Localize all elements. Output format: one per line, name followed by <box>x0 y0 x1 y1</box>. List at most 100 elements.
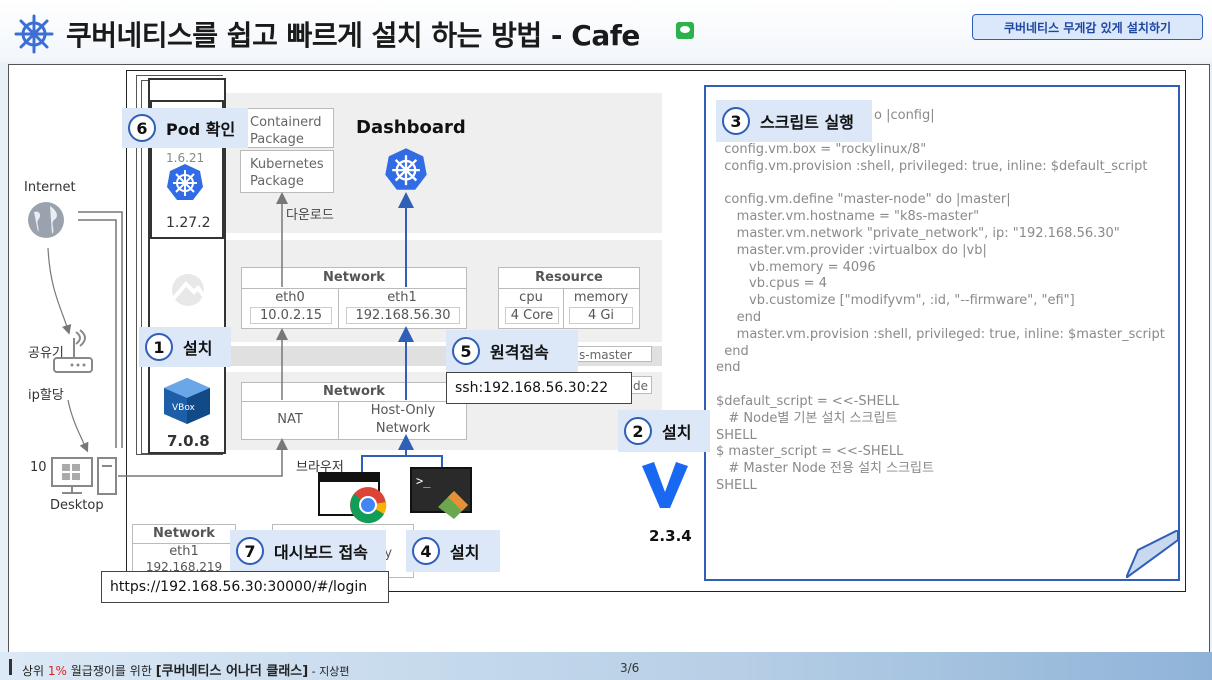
bottom-eth1-ip: 192.168.219 <box>145 560 223 574</box>
globe-icon <box>28 202 64 238</box>
host-network-title: Network <box>242 383 466 402</box>
dashboard-k8s-icon <box>385 148 427 190</box>
svg-text:>_: >_ <box>416 474 431 488</box>
course-button[interactable]: 쿠버네티스 무게감 있게 설치하기 <box>972 14 1203 40</box>
kubernetes-package: Kubernetes Package <box>240 150 334 193</box>
virtualbox-icon: VBox <box>164 378 210 424</box>
desktop-number: 10 <box>30 460 47 475</box>
rocky-linux-icon <box>172 274 206 306</box>
bottom-network-table: Network eth1 192.168.219 <box>132 524 236 578</box>
code-line: config.vm.provision :shell, privileged: … <box>716 158 1148 174</box>
code-line: SHELL <box>716 427 757 443</box>
dashboard-label: Dashboard <box>356 117 466 138</box>
code-line: master.vm.provider :virtualbox do |vb| <box>716 242 987 258</box>
step-2-text: 설치 <box>662 423 692 442</box>
step-7-number: 7 <box>236 537 264 565</box>
step-2-badge: 2 설치 <box>618 410 710 452</box>
code-line: SHELL <box>716 477 757 493</box>
resource-title: Resource <box>499 268 639 289</box>
step-3-badge: 3 스크립트 실행 <box>716 100 872 142</box>
chrome-browser-icon <box>318 472 387 524</box>
code-line <box>716 176 1165 193</box>
code-line: master.vm.provision :shell, privileged: … <box>716 326 1165 342</box>
step-6-text: Pod 확인 <box>166 120 236 139</box>
step-5-text: 원격접속 <box>490 343 549 362</box>
step-1-text: 설치 <box>183 339 213 358</box>
cpu-label: cpu <box>519 290 543 305</box>
node-field: de <box>630 376 652 394</box>
code-fragment: o |config| <box>874 108 935 123</box>
step-3-text: 스크립트 실행 <box>760 113 854 132</box>
footer-marker <box>9 659 12 675</box>
internet-label: Internet <box>24 180 76 195</box>
desktop-label: Desktop <box>50 498 104 513</box>
eth1-ip: 192.168.56.30 <box>346 307 460 324</box>
host-network-table: Network NAT Host-Only Network <box>241 382 467 440</box>
code-line: end <box>716 360 741 376</box>
virtualbox-version: 7.0.8 <box>167 432 210 450</box>
vagrantfile-panel <box>704 85 1180 581</box>
vagrant-version: 2.3.4 <box>649 527 692 545</box>
step-7-badge: 7 대시보드 접속 <box>230 530 386 572</box>
ip-assign-label: ip할당 <box>28 388 64 403</box>
step-6-number: 6 <box>128 114 156 142</box>
code-line: vb.memory = 4096 <box>716 259 876 275</box>
router-label: 공유기 <box>28 346 64 361</box>
step-3-number: 3 <box>722 107 750 135</box>
kubernetes-icon <box>167 164 203 200</box>
k8s-old-version: 1.6.21 <box>166 151 205 165</box>
dashboard-url-box[interactable]: https://192.168.56.30:30000/#/login <box>101 571 389 603</box>
step-4-number: 4 <box>412 537 440 565</box>
step-4-badge: 4 설치 <box>406 530 500 572</box>
eth0-label: eth0 <box>275 290 305 305</box>
step-2-number: 2 <box>624 417 652 445</box>
step-4-text: 설치 <box>450 543 480 562</box>
code-line: # Master Node 전용 설치 스크립트 <box>716 461 934 477</box>
bottom-network-title: Network <box>133 525 235 544</box>
memory-label: memory <box>573 290 629 305</box>
cpu-value: 4 Core <box>505 307 559 324</box>
step-1-badge: 1 설치 <box>139 327 231 367</box>
footer-prefix: 상위 <box>22 664 48 678</box>
vagrantfile-code: config.vm.box = "rockylinux/8" config.vm… <box>716 142 1165 495</box>
step-5-badge: 5 원격접속 <box>446 330 578 372</box>
browser-label: 브라우저 <box>296 460 344 475</box>
frame-stack <box>136 75 223 455</box>
code-line: config.vm.define "master-node" do |maste… <box>716 192 1011 208</box>
code-line: config.vm.box = "rockylinux/8" <box>716 142 927 157</box>
memory-value: 4 Gi <box>569 307 633 324</box>
footer-percent: 1% <box>47 664 67 678</box>
containerd-package: Containerd Package <box>240 108 334 148</box>
step-7-text: 대시보드 접속 <box>274 543 368 562</box>
footer-middle: 월급쟁이를 위한 <box>66 664 156 678</box>
footer-course: [쿠버네티스 어나더 클래스] <box>155 664 309 679</box>
download-label: 다운로드 <box>286 208 334 223</box>
code-line: master.vm.hostname = "k8s-master" <box>716 209 980 225</box>
terminal-icon: >_ <box>410 467 472 519</box>
svg-text:VBox: VBox <box>172 403 196 413</box>
footer-suffix: - 지상편 <box>308 665 350 678</box>
code-line: vb.cpus = 4 <box>716 276 827 292</box>
code-line: $ master_script = <<-SHELL <box>716 444 904 460</box>
page-curl-icon <box>1126 530 1178 578</box>
nat-label: NAT <box>277 412 303 427</box>
page-number: 3/6 <box>620 661 640 675</box>
step-5-number: 5 <box>452 337 480 365</box>
code-line: # Node별 기본 설치 스크립트 <box>716 410 898 426</box>
code-line <box>716 377 1165 394</box>
page-title: 쿠버네티스를 쉽고 빠르게 설치 하는 방법 - Cafe <box>66 19 640 52</box>
step-1-number: 1 <box>145 333 173 361</box>
ssh-command-box[interactable]: ssh:192.168.56.30:22 <box>446 372 632 404</box>
footer-caption: 상위 1% 월급쟁이를 위한 [쿠버네티스 어나더 클래스] - 지상편 <box>22 660 350 679</box>
vm-network-table: Network eth0 eth1 10.0.2.15 192.168.56.3… <box>241 267 467 329</box>
cafe-logo-icon <box>676 22 694 39</box>
eth1-label: eth1 <box>387 290 417 305</box>
resource-table: Resource cpu memory 4 Core 4 Gi <box>498 267 640 329</box>
code-line: vb.customize ["modifyvm", :id, "--firmwa… <box>716 293 1075 309</box>
code-line: $default_script = <<-SHELL <box>716 393 900 409</box>
code-line: end <box>716 309 762 325</box>
code-line: master.vm.network "private_network", ip:… <box>716 225 1120 241</box>
bottom-eth1-label: eth1 <box>169 544 199 559</box>
vagrant-icon <box>642 462 688 508</box>
